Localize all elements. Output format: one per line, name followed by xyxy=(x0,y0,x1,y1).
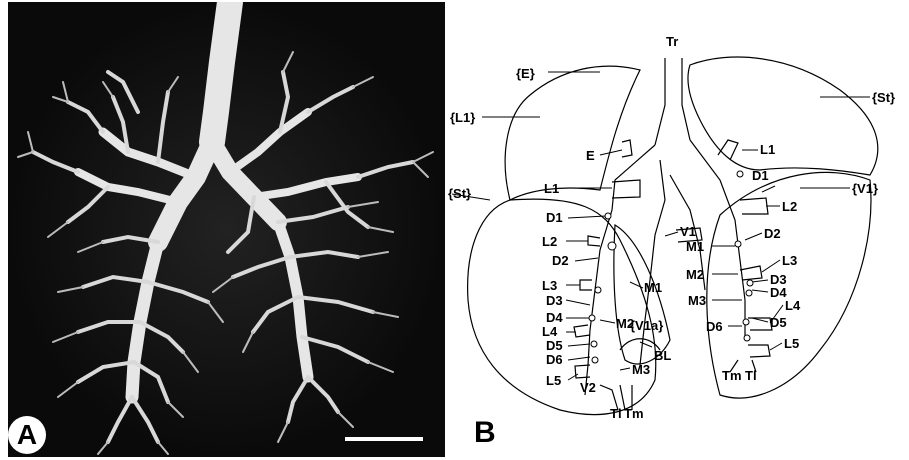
label-l2-left: L2 xyxy=(542,234,557,249)
label-m1-left: M1 xyxy=(644,280,662,295)
label-d1-right: D1 xyxy=(752,168,769,183)
label-tl-left: Tl xyxy=(610,406,622,421)
label-d4-left: D4 xyxy=(546,310,563,325)
label-l3-left: L3 xyxy=(542,278,557,293)
label-st-right: {St} xyxy=(872,90,895,105)
label-tm-left: Tm xyxy=(624,406,644,421)
label-tm-right: Tm xyxy=(722,368,742,383)
label-v1-lobe: {V1} xyxy=(852,181,878,196)
label-d2-left: D2 xyxy=(552,253,569,268)
label-m1-right: M1 xyxy=(686,239,704,254)
label-tr: Tr xyxy=(666,34,678,49)
label-l2-right: L2 xyxy=(782,199,797,214)
label-d5-left: D5 xyxy=(546,338,563,353)
label-d3-left: D3 xyxy=(546,293,563,308)
trachea-outline xyxy=(655,58,690,145)
label-l5-right: L5 xyxy=(784,336,799,351)
label-v1: V1 xyxy=(680,224,696,239)
label-d5-right: D5 xyxy=(770,315,787,330)
label-d6-left: D6 xyxy=(546,352,563,367)
label-bl: BL xyxy=(654,348,671,363)
label-d2-right: D2 xyxy=(764,226,781,241)
label-v2: V2 xyxy=(580,380,596,395)
label-st-left: {St} xyxy=(448,186,471,201)
panel-b-letter: B xyxy=(474,416,496,450)
label-m3-left: M3 xyxy=(632,362,650,377)
label-d1-left: D1 xyxy=(546,210,563,225)
label-e: E xyxy=(586,148,595,163)
label-l5-left: L5 xyxy=(546,373,561,388)
right-cranial-lobe-outline xyxy=(688,57,878,175)
label-e-lobe: {E} xyxy=(516,66,535,81)
label-m2-right: M2 xyxy=(686,267,704,282)
label-m3-right: M3 xyxy=(688,293,706,308)
label-l1-lobe: {L1} xyxy=(450,110,475,125)
label-v1a-lobe: {V1a} xyxy=(630,318,663,333)
label-l4-left: L4 xyxy=(542,324,558,339)
label-l3-right: L3 xyxy=(782,253,797,268)
label-m2-left: M2 xyxy=(616,316,634,331)
label-tl-right: Tl xyxy=(745,368,757,383)
left-cranial-lobe-outline xyxy=(505,66,640,200)
label-l1-left: L1 xyxy=(544,181,559,196)
label-l4-right: L4 xyxy=(785,298,801,313)
label-l1-right: L1 xyxy=(760,142,775,157)
label-d6-right: D6 xyxy=(706,319,723,334)
